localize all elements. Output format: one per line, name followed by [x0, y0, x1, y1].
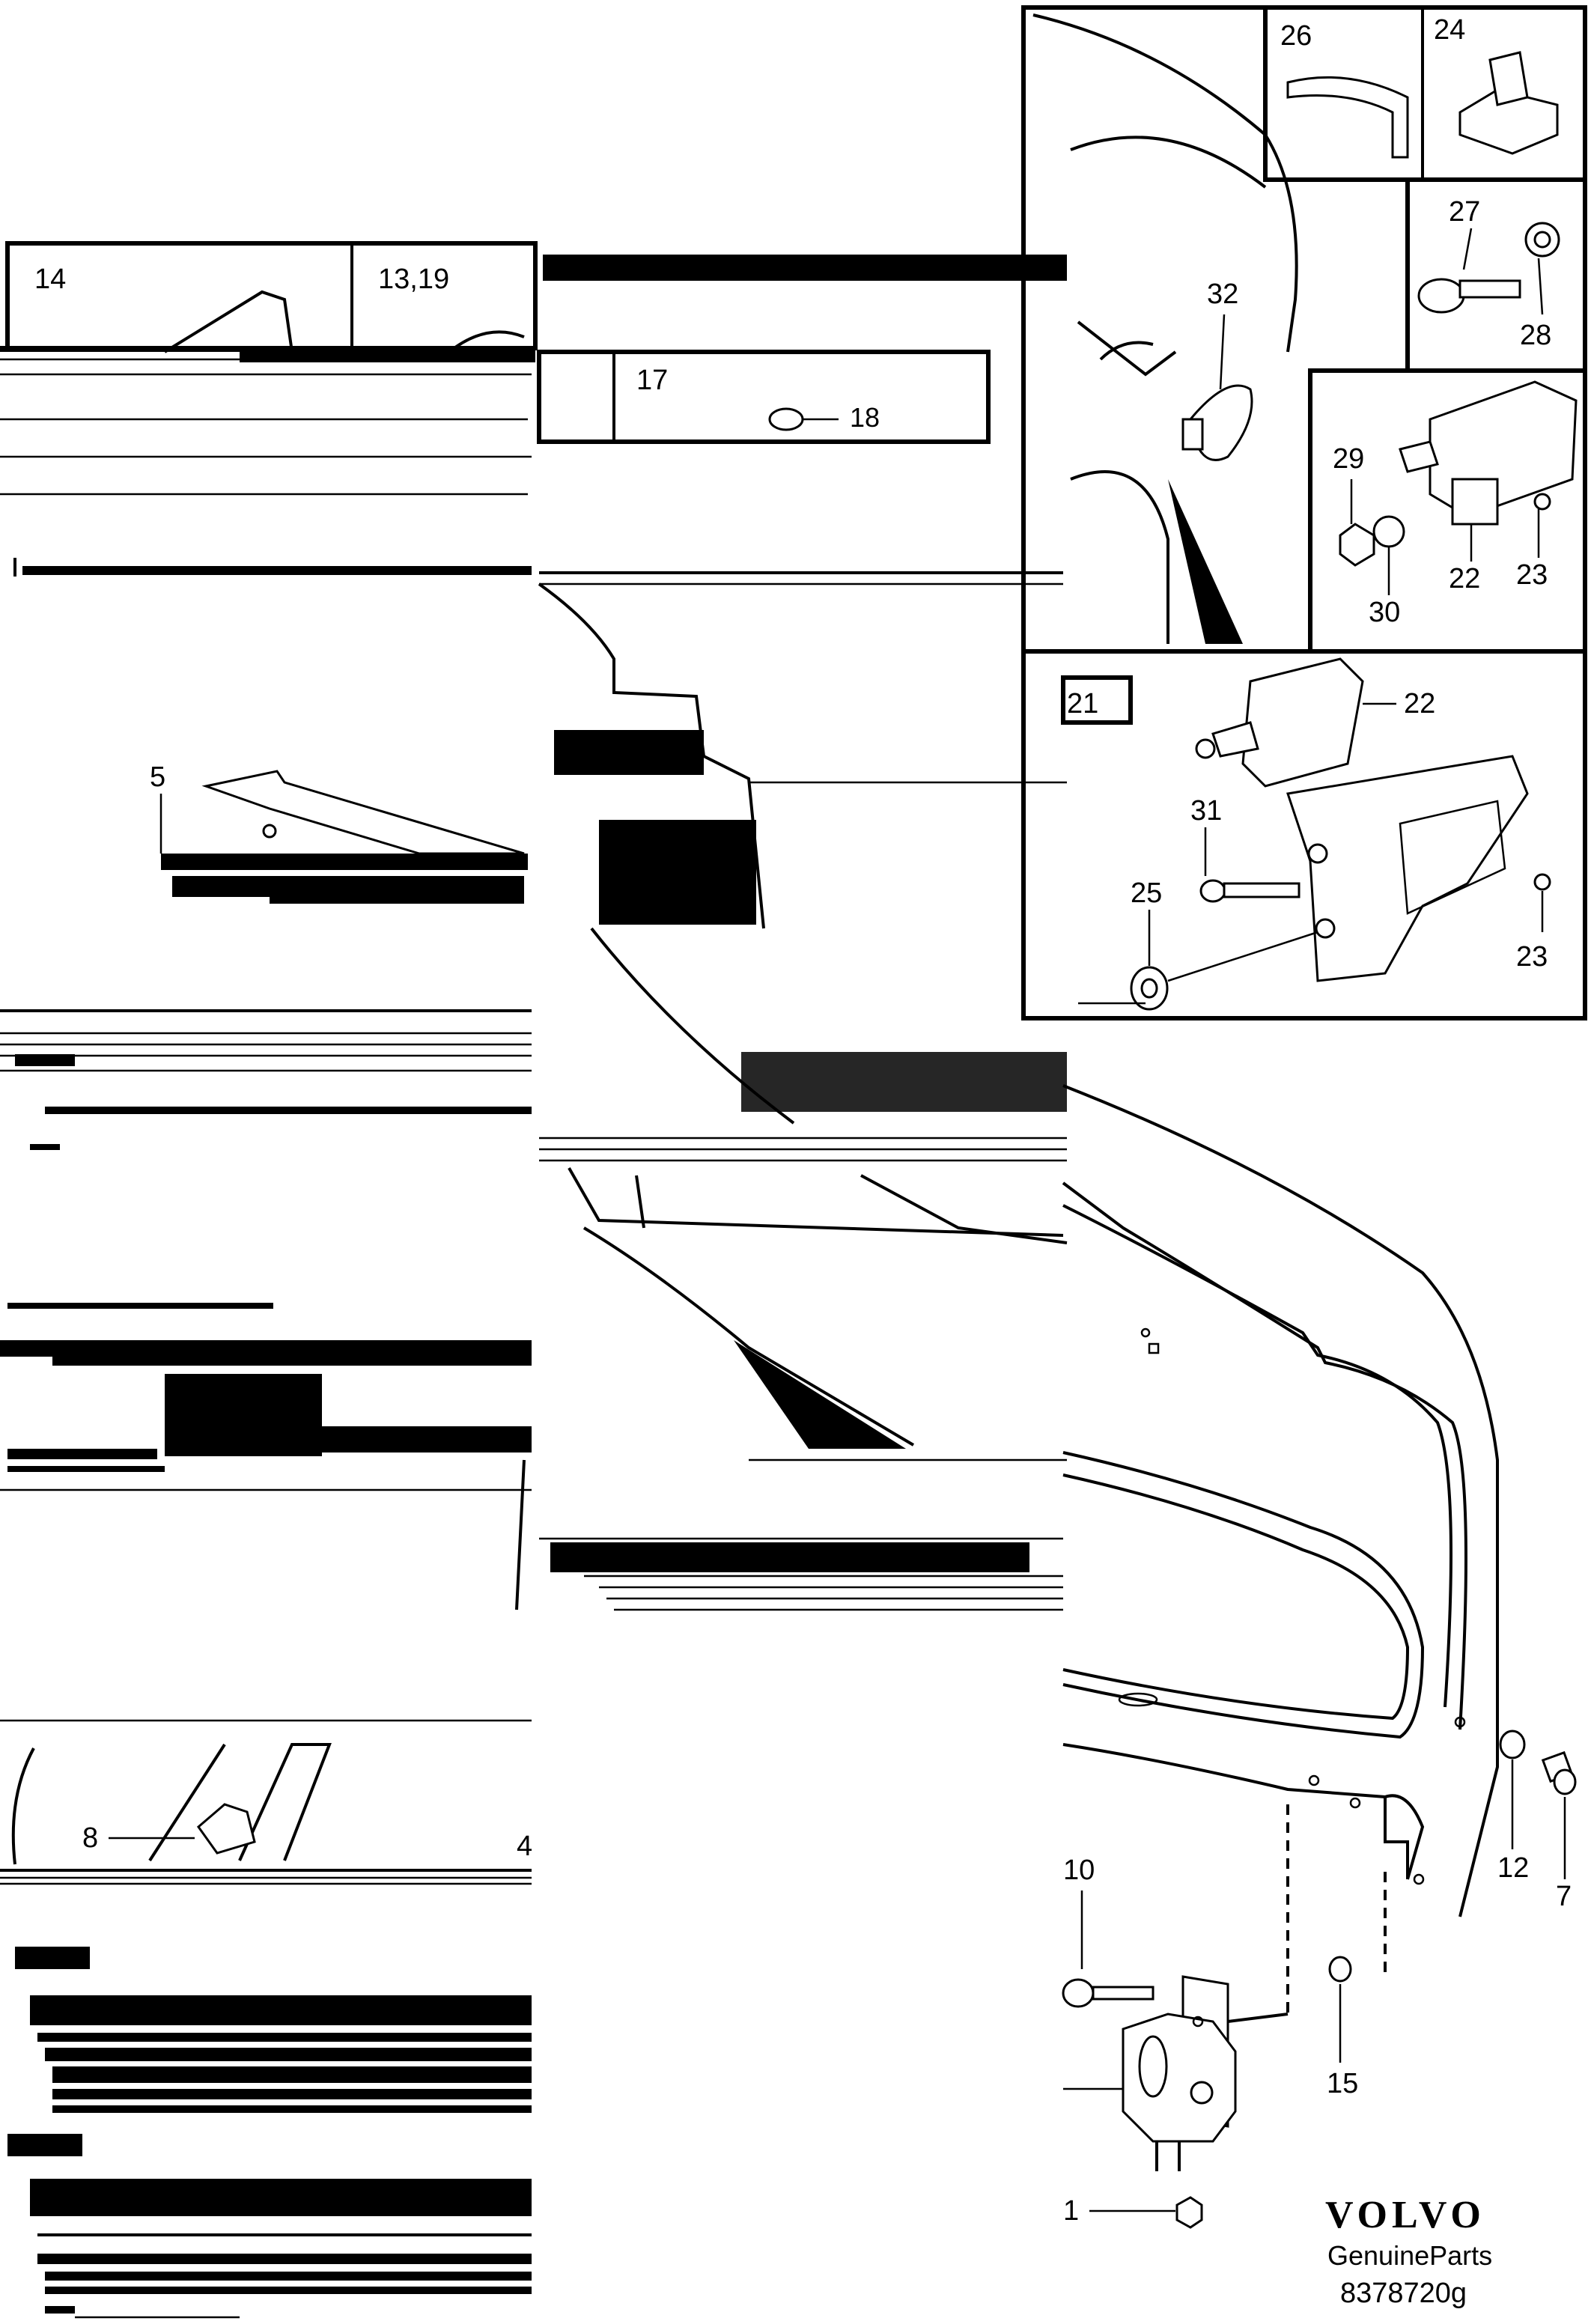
callout-12: 12	[1497, 1852, 1529, 1884]
callout-22-b: 22	[1404, 688, 1435, 720]
volvo-logo: VOLVO	[1325, 2194, 1485, 2236]
callout-17: 17	[636, 365, 668, 396]
diagram-code: 8378720g	[1340, 2278, 1467, 2309]
callout-26: 26	[1280, 20, 1312, 52]
callout-24: 24	[1434, 14, 1465, 46]
callout-31: 31	[1190, 795, 1222, 827]
callout-8: 8	[82, 1822, 98, 1854]
brand-subtitle: GenuineParts	[1327, 2240, 1492, 2271]
callout-22: 22	[1449, 563, 1480, 594]
callout-5: 5	[150, 761, 165, 793]
callout-7: 7	[1556, 1881, 1572, 1912]
callout-21: 21	[1067, 688, 1098, 720]
callout-30: 30	[1369, 597, 1400, 628]
tailgate-panel: 12 7 10 15 1	[1062, 1084, 1577, 2229]
callout-4: 4	[517, 1831, 532, 1862]
callout-15: 15	[1327, 2068, 1358, 2099]
brand-block: VOLVO GenuineParts 8378720g	[1325, 2194, 1492, 2309]
callout-32: 32	[1207, 279, 1238, 310]
callout-14: 14	[34, 264, 66, 295]
callout-23: 23	[1516, 559, 1548, 591]
middle-panel: 17 18	[537, 255, 1068, 1611]
callout-25: 25	[1131, 877, 1162, 909]
callout-27: 27	[1449, 196, 1480, 228]
callout-10: 10	[1063, 1855, 1095, 1886]
inset-box-17	[537, 350, 991, 444]
callout-23-b: 23	[1516, 941, 1548, 973]
callout-28: 28	[1520, 320, 1551, 351]
left-panel: 14 13,19 5	[0, 241, 538, 2319]
callout-29: 29	[1333, 443, 1364, 475]
callout-1: 1	[1063, 2195, 1079, 2227]
callout-18: 18	[850, 402, 880, 433]
callout-13-19: 13,19	[378, 264, 449, 295]
right-top-panel: 32 26 24 27 28 29 30 22 23	[1021, 5, 1587, 1020]
